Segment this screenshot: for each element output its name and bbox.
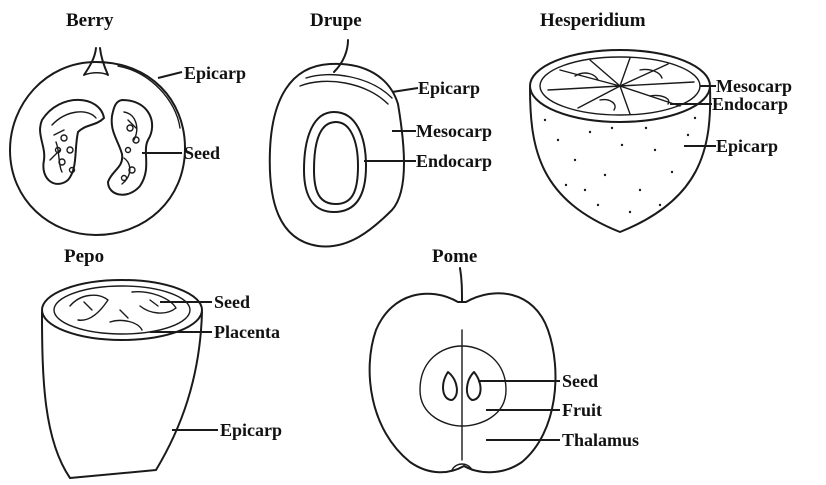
pome-label-fruit: Fruit [562, 400, 602, 420]
berry-epicarp-leader [158, 72, 182, 78]
pepo-panel: Pepo Seed Placenta Epicarp [42, 246, 282, 478]
pome-title: Pome [432, 246, 477, 267]
pome-label-seed: Seed [562, 371, 598, 391]
hesperidium-panel: Hesperidium Mesocarp Endocarp Ep [530, 10, 792, 232]
hesperidium-label-epicarp: Epicarp [716, 136, 778, 156]
hesperidium-title: Hesperidium [540, 10, 646, 31]
pepo-label-epicarp: Epicarp [220, 420, 282, 440]
hesperidium-drawing [530, 50, 710, 232]
berry-title: Berry [66, 10, 114, 31]
pepo-label-seed: Seed [214, 292, 250, 312]
berry-drawing [10, 48, 185, 235]
drupe-panel: Drupe Epicarp Mesocarp Endocarp [270, 10, 492, 247]
pome-drawing [370, 268, 556, 472]
berry-label-seed: Seed [184, 143, 220, 163]
drupe-epicarp-leader [392, 88, 418, 92]
drupe-label-endocarp: Endocarp [416, 151, 492, 171]
drupe-label-epicarp: Epicarp [418, 78, 480, 98]
pepo-drawing [42, 280, 202, 478]
berry-panel: Berry Epicarp Seed [10, 10, 246, 235]
hesperidium-label-endocarp: Endocarp [712, 94, 788, 114]
pepo-label-placenta: Placenta [214, 322, 280, 342]
drupe-label-mesocarp: Mesocarp [416, 121, 492, 141]
pepo-title: Pepo [64, 246, 104, 267]
drupe-title: Drupe [310, 10, 362, 31]
drupe-drawing [270, 40, 404, 247]
pome-label-thalamus: Thalamus [562, 430, 639, 450]
berry-label-epicarp: Epicarp [184, 63, 246, 83]
pome-panel: Pome Seed Fruit Thalamus [370, 246, 639, 472]
hesperidium-label-mesocarp: Mesocarp [716, 76, 792, 96]
